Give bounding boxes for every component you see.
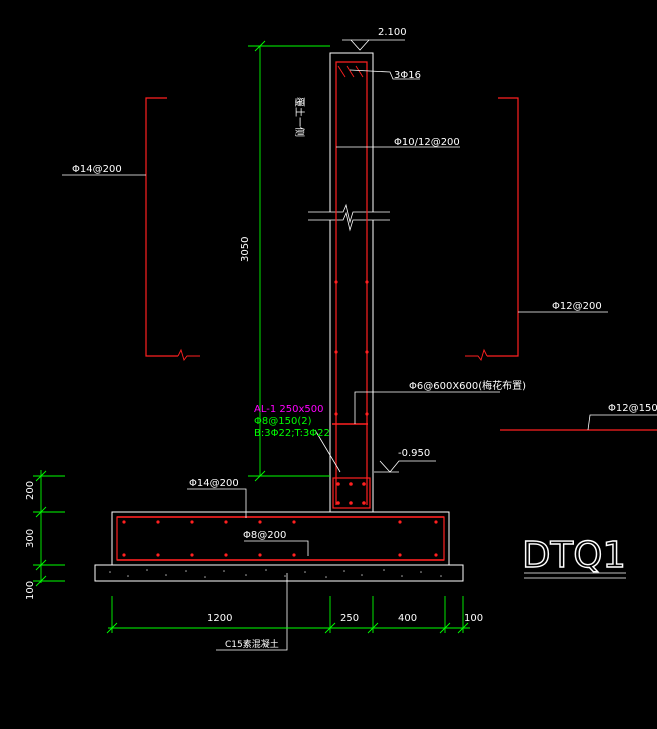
elevation-top-label: 2.100 [378,27,407,38]
far-right-rebar-label: Φ12@150 [608,403,657,414]
dim-h-250: 250 [340,613,359,624]
beam-name-label: AL-1 250x500 [254,404,323,415]
left-rebar-label: Φ14@200 [72,164,122,175]
dim-h-1200: 1200 [207,613,232,624]
rebar-dots [122,280,438,557]
leader-lines [62,39,657,651]
footing-top-rebar-label: Φ14@200 [189,478,239,489]
drawing-title: DTQ1 [522,535,626,576]
tie-rebar-label: Φ6@600X600(梅花布置) [409,379,526,392]
dim-v-300: 300 [25,529,36,548]
right-rebar-label: Φ12@200 [552,301,602,312]
beam-stirrup-label: Φ8@150(2) [254,416,312,427]
top-rebar-label: 3Φ16 [394,70,421,81]
vertical-rebar-label: Φ10/12@200 [394,137,460,148]
height-dimension-label: 3050 [240,237,251,262]
elevation-ground-label: -0.950 [398,448,430,459]
backfill-side-label: 覆土一侧 [293,97,306,137]
cushion-label: C15素混凝土 [225,638,279,650]
cushion-hatch [109,569,442,578]
dim-h-100: 100 [464,613,483,624]
dimension-lines [33,40,470,634]
beam-main-rebar-label: B:3Φ22;T:3Φ22 [254,428,330,439]
labels: 2.100 3Φ16 覆土一侧 Φ10/12@200 Φ14@200 Φ12@2… [25,27,657,650]
dim-v-100: 100 [25,581,36,600]
concrete-outline [94,52,464,582]
dim-h-400: 400 [398,613,417,624]
footing-dist-rebar-label: Φ8@200 [243,530,286,541]
dim-v-200: 200 [25,481,36,500]
